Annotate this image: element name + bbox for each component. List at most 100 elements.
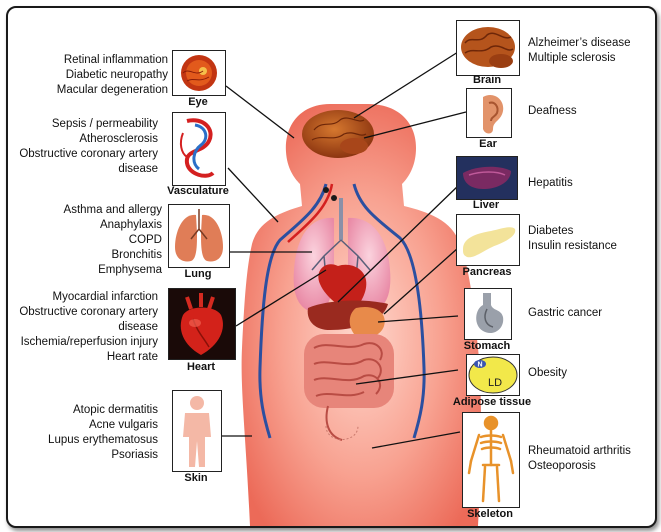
skin-image [172, 390, 222, 472]
lung-conditions: Asthma and allergy Anaphylaxis COPD Bron… [64, 203, 162, 278]
human-body-figure [241, 104, 481, 526]
lung-label: Lung [184, 268, 212, 280]
vasculature-condition-2: Atherosclerosis [79, 133, 158, 145]
adipose-conditions: Obesity [528, 366, 567, 381]
connector-pancreas [383, 247, 459, 315]
ear-label: Ear [479, 138, 497, 150]
eye-condition-3: Macular degeneration [56, 84, 168, 96]
heart-condition-5: Heart rate [106, 351, 158, 363]
vasculature-condition-4: disease [118, 163, 158, 175]
heart-label: Heart [186, 361, 216, 373]
adipose-condition-1: Obesity [528, 367, 567, 379]
vasculature-icon [173, 113, 225, 185]
brain-image [456, 20, 520, 76]
ear-image [466, 88, 512, 138]
stomach-conditions: Gastric cancer [528, 306, 602, 321]
connector-brain [353, 51, 459, 119]
stomach-image [464, 288, 512, 340]
pancreas-condition-2: Insulin resistance [528, 240, 617, 252]
vasculature-image [172, 112, 226, 186]
ear-icon [467, 89, 511, 137]
lung-condition-4: Bronchitis [111, 249, 163, 261]
liver-condition-1: Hepatitis [528, 177, 573, 189]
liver-image [456, 156, 518, 200]
connector-vasculature [227, 167, 279, 223]
brain-icon [457, 21, 519, 75]
diagram-canvas: Retinal inflammation Diabetic neuropathy… [8, 8, 655, 526]
eye-conditions: Retinal inflammation Diabetic neuropathy… [57, 53, 168, 98]
skeleton-icon [463, 413, 519, 507]
stomach-condition-1: Gastric cancer [528, 307, 603, 319]
lung-condition-3: COPD [128, 234, 162, 246]
connector-eye [225, 85, 295, 139]
pancreas-condition-1: Diabetes [528, 225, 574, 237]
skin-condition-2: Acne vulgaris [88, 419, 158, 431]
brain-condition-2: Multiple sclerosis [528, 52, 616, 64]
stomach-shape [349, 306, 385, 338]
eye-icon [173, 51, 225, 95]
skeleton-condition-1: Rheumatoid arthritis [528, 445, 631, 457]
eye-condition-1: Retinal inflammation [63, 54, 168, 66]
skin-conditions: Atopic dermatitis Acne vulgaris Lupus er… [48, 403, 158, 463]
nucleus-letter: N [477, 362, 482, 369]
skin-condition-3: Lupus erythematosus [48, 434, 158, 446]
skeleton-image [462, 412, 520, 508]
skeleton-label: Skeleton [467, 508, 513, 520]
eye-label: Eye [188, 96, 208, 108]
brain-label: Brain [472, 74, 502, 86]
eye-condition-2: Diabetic neuropathy [65, 69, 168, 81]
lung-image [168, 204, 230, 268]
connector-liver [337, 183, 461, 303]
skin-condition-4: Psoriasis [111, 449, 158, 461]
heart-icon [169, 289, 235, 359]
connector-ear [363, 111, 467, 139]
heart-image [168, 288, 236, 360]
heart-condition-4: Ischemia/reperfusion injury [20, 336, 158, 348]
pancreas-label: Pancreas [462, 266, 512, 278]
connector-stomach [377, 315, 459, 323]
lipid-droplet-letters: LD [488, 377, 502, 389]
pancreas-icon [457, 215, 519, 265]
skin-figure-icon [173, 391, 221, 471]
artery-left [287, 183, 334, 243]
vasculature-condition-3: Obstructive coronary artery [19, 148, 158, 160]
connector-adipose [355, 369, 459, 385]
heart-condition-3: disease [118, 321, 158, 333]
vein-left [258, 183, 328, 439]
lung-condition-2: Anaphylaxis [99, 219, 162, 231]
lung-condition-1: Asthma and allergy [63, 204, 162, 216]
lung-icon [169, 205, 229, 267]
vasculature-label: Vasculature [167, 185, 229, 197]
adipose-image: N LD [466, 354, 520, 396]
eye-image [172, 50, 226, 96]
lung-condition-5: Emphysema [98, 264, 162, 276]
connector-lines [220, 51, 467, 449]
stomach-icon [465, 289, 511, 339]
liver-icon [457, 157, 517, 199]
heart-condition-2: Obstructive coronary artery [19, 306, 158, 318]
liver-conditions: Hepatitis [528, 176, 573, 191]
vein-right [352, 183, 426, 439]
ear-conditions: Deafness [528, 104, 577, 119]
ear-condition-1: Deafness [528, 105, 577, 117]
heart-conditions: Myocardial infarction Obstructive corona… [19, 290, 158, 365]
stomach-label: Stomach [463, 340, 511, 352]
pancreas-image [456, 214, 520, 266]
skin-condition-1: Atopic dermatitis [72, 404, 158, 416]
skeleton-condition-2: Osteoporosis [528, 460, 596, 472]
liver-label: Liver [472, 199, 500, 211]
vasculature-conditions: Sepsis / permeability Atherosclerosis Ob… [19, 117, 158, 177]
pancreas-conditions: Diabetes Insulin resistance [528, 224, 617, 254]
adipose-cell-icon: N LD [467, 355, 519, 395]
vasculature-condition-1: Sepsis / permeability [51, 118, 158, 130]
brain-conditions: Alzheimer’s disease Multiple sclerosis [528, 36, 630, 66]
adipose-label: Adipose tissue [452, 396, 532, 408]
intestine-shape [304, 334, 394, 408]
brain-condition-1: Alzheimer’s disease [528, 37, 631, 49]
skeleton-conditions: Rheumatoid arthritis Osteoporosis [528, 444, 631, 474]
skin-label: Skin [184, 472, 208, 484]
diagram-frame: Retinal inflammation Diabetic neuropathy… [6, 6, 657, 528]
connector-skeleton [371, 431, 461, 449]
heart-condition-1: Myocardial infarction [52, 291, 158, 303]
connector-heart [235, 269, 327, 327]
